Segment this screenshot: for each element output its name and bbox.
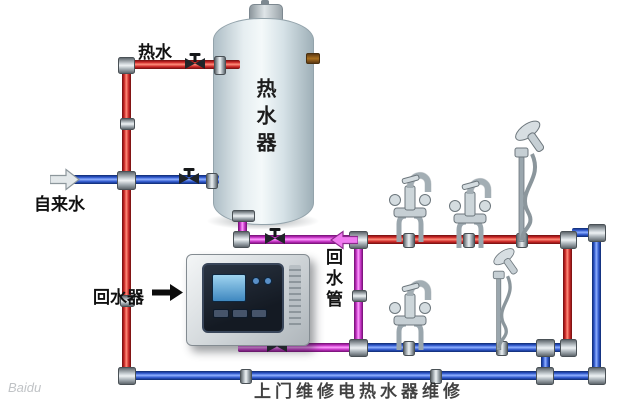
pipe-elbow [233, 231, 250, 248]
shower-icon [468, 246, 532, 351]
cold-pipe-top-stub [572, 228, 601, 237]
device-button [251, 309, 267, 318]
watermark-logo: Baidu [8, 380, 42, 395]
pipe-elbow [536, 367, 554, 385]
valve-icon [178, 168, 200, 188]
device-control-panel [202, 263, 284, 333]
return-pipe-label: 回水管 [323, 248, 342, 311]
pipe-elbow [560, 231, 577, 249]
device-indicator-light [252, 277, 260, 285]
pipe-tee [349, 339, 368, 357]
device-button [213, 309, 229, 318]
return-pipe-tank-drop [238, 216, 247, 239]
pipe-collar [206, 173, 218, 189]
valve-icon [184, 53, 206, 73]
return-pipe-lower-horizontal [238, 343, 358, 352]
return-arrow-left-icon [329, 230, 359, 250]
hot-pipe-right-riser [563, 235, 572, 352]
device-button [232, 309, 248, 318]
tank-relief-nozzle [306, 53, 320, 64]
fixture-tee [463, 233, 475, 248]
water-heater-tank [213, 18, 314, 225]
faucet-icon [382, 266, 438, 350]
cold-pipe-bottom-horizontal [122, 371, 601, 380]
flow-arrow-right-icon [49, 168, 80, 191]
pipe-elbow [588, 224, 606, 242]
pipe-cross-joint [117, 171, 136, 190]
pipe-collar [240, 369, 252, 384]
hot-water-label: 热水 [138, 43, 172, 62]
pipe-collar [214, 56, 226, 75]
pipe-elbow [588, 367, 606, 385]
tank-outlet-fitting [232, 210, 255, 222]
cold-pipe-lower-branch [358, 343, 572, 352]
faucet-icon [382, 158, 438, 242]
fixture-tee [403, 341, 415, 356]
cold-pipe-inlet-horizontal [56, 175, 219, 184]
device-vent-grille [289, 265, 301, 329]
pointer-arrow-icon [152, 283, 184, 302]
device-lcd-screen [212, 274, 246, 302]
pipe-collar [352, 290, 367, 302]
return-pipe-horizontal [238, 235, 358, 244]
tap-water-label: 自来水 [34, 195, 85, 214]
fixture-tee [403, 233, 415, 248]
faucet-icon [442, 164, 498, 248]
pipe-collar [120, 295, 135, 307]
device-indicator-light [264, 277, 272, 285]
hot-pipe-left-vertical [122, 60, 131, 380]
watermark-caption: 上门维修电热水器维修 [254, 382, 464, 401]
cold-pipe-mid-drop [541, 343, 550, 380]
return-water-device [186, 254, 310, 346]
pipe-elbow [118, 57, 135, 74]
pipe-elbow [118, 367, 136, 385]
hot-pipe-top-horizontal [122, 60, 240, 69]
pipe-collar [120, 118, 135, 130]
pipe-tee [536, 339, 555, 357]
tank-vent-knob [261, 0, 269, 6]
pipe-collar [430, 369, 442, 384]
shower-icon [486, 118, 560, 243]
cold-pipe-far-right-vertical [592, 228, 601, 380]
valve-icon [264, 228, 286, 248]
return-device-label: 回水器 [93, 288, 144, 307]
water-heater-label: 热水器 [253, 78, 275, 159]
pipe-elbow [560, 339, 577, 357]
